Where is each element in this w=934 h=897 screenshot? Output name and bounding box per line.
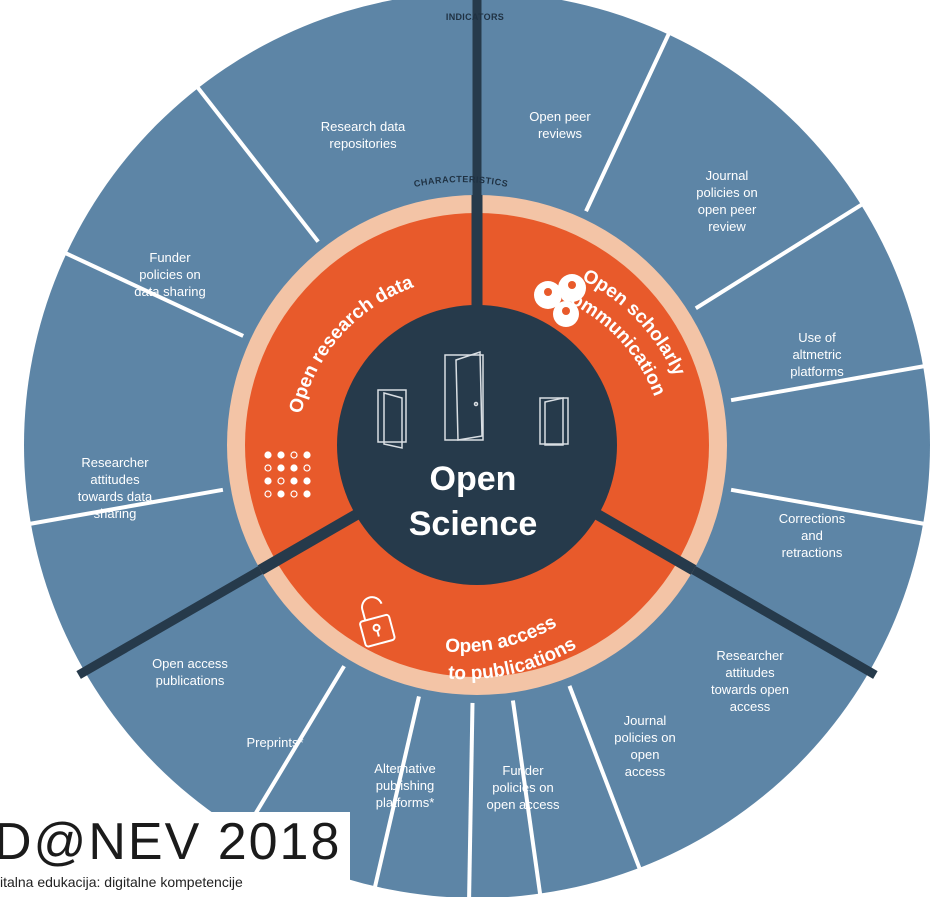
indicator-label-line: and <box>801 528 823 543</box>
indicator-label-line: sharing <box>94 506 137 521</box>
indicator-label-line: Alternative <box>374 761 435 776</box>
indicator-label-line: attitudes <box>90 472 140 487</box>
indicator-spoke <box>730 362 934 403</box>
indicator-label: Use of altmetric platforms <box>790 330 844 379</box>
indicator-label-line: Funder <box>149 250 191 265</box>
indicator-label-line: Use of <box>798 330 836 345</box>
indicator-label: Funder policies on data sharing <box>134 250 206 299</box>
indicator-label-line: review <box>708 219 746 234</box>
indicator-label-line: attitudes <box>725 665 775 680</box>
core-title-line2: Science <box>409 505 538 543</box>
indicator-label: Funder policies on open access <box>487 763 560 812</box>
data-dots-icon <box>264 451 311 498</box>
indicator-label: Journal policies on open peer review <box>696 168 757 234</box>
indicator-label-line: Researcher <box>81 455 149 470</box>
indicator-spoke <box>186 73 320 243</box>
characteristics-label: CHARACTERISTICS <box>413 174 509 189</box>
indicator-label-line: altmetric <box>792 347 842 362</box>
indicator-spokes <box>13 18 934 897</box>
indicator-spoke <box>467 702 475 897</box>
indicator-label-line: open <box>631 747 660 762</box>
indicator-label-line: access <box>625 764 666 779</box>
indicator-label-line: towards open <box>711 682 789 697</box>
indicator-label-line: publishing <box>376 778 435 793</box>
indicator-label-line: Preprints* <box>246 735 303 750</box>
core-title-line1: Open <box>430 460 517 498</box>
indicator-label: Journal policies on open access <box>614 713 675 779</box>
indicator-label: Researcher attitudes towards open access <box>711 648 789 714</box>
indicator-label: Preprints* <box>246 735 303 750</box>
indicator-label-line: platforms* <box>376 795 435 810</box>
segment-divider <box>257 505 368 575</box>
characteristics-label-text: CHARACTERISTICS <box>413 174 509 189</box>
indicator-label-line: Research data <box>321 119 406 134</box>
indicator-label-line: Funder <box>502 763 544 778</box>
indicator-spoke <box>13 487 224 529</box>
indicator-label-line: Journal <box>706 168 749 183</box>
people-chat-icon <box>534 274 586 327</box>
indicator-label-line: repositories <box>329 136 397 151</box>
indicator-label-line: open access <box>487 797 560 812</box>
indicator-label: Open access publications <box>152 656 228 688</box>
logo-subtitle: italna edukacija: digitalne kompetencije <box>0 874 243 890</box>
indicator-label: Research data repositories <box>321 119 406 151</box>
indicator-label-line: reviews <box>538 126 583 141</box>
indicator-label: Alternative publishing platforms* <box>374 761 435 810</box>
indicator-label-line: Open peer <box>529 109 591 124</box>
indicator-spoke <box>50 244 245 338</box>
category-divider <box>76 561 272 679</box>
indicator-label: Researcher attitudes towards data sharing <box>78 455 153 521</box>
indicator-spoke <box>694 194 877 310</box>
indicator-label: Open peer reviews <box>529 109 591 141</box>
indicator-label-line: policies on <box>492 780 553 795</box>
core-circle <box>337 305 617 585</box>
indicator-labels: Open peer reviews Journal policies on open … <box>78 109 846 812</box>
indicator-label-line: data sharing <box>134 284 206 299</box>
logo-title: D@NEV 2018 <box>0 813 342 871</box>
logo: D@NEV 2018 italna edukacija: digitalne k… <box>0 812 350 897</box>
indicator-label-line: towards data <box>78 489 153 504</box>
indicator-spoke <box>584 18 678 213</box>
segment-dividers <box>257 195 697 575</box>
segment-divider <box>586 505 697 575</box>
indicator-label-line: retractions <box>782 545 843 560</box>
indicator-spoke <box>370 695 421 897</box>
category-divider <box>682 561 878 679</box>
indicator-label-line: platforms <box>790 364 844 379</box>
indicator-label-line: publications <box>156 673 225 688</box>
indicator-label-line: Open access <box>152 656 228 671</box>
indicators-label: INDICATORS <box>446 12 504 22</box>
open-lock-icon <box>359 596 396 648</box>
category-dividers <box>76 0 878 679</box>
indicator-label-line: access <box>730 699 771 714</box>
indicator-spoke <box>510 700 543 897</box>
indicator-label-line: policies on <box>139 267 200 282</box>
indicator-spoke <box>567 685 648 885</box>
indicator-label-line: open peer <box>698 202 757 217</box>
indicator-label-line: Journal <box>624 713 667 728</box>
indicator-label-line: policies on <box>696 185 757 200</box>
indicator-label: Corrections and retractions <box>779 511 846 560</box>
indicator-label-line: policies on <box>614 730 675 745</box>
indicator-spoke <box>730 487 934 528</box>
indicator-label-line: Researcher <box>716 648 784 663</box>
doors-icon <box>377 350 569 449</box>
indicator-label-line: Corrections <box>779 511 846 526</box>
